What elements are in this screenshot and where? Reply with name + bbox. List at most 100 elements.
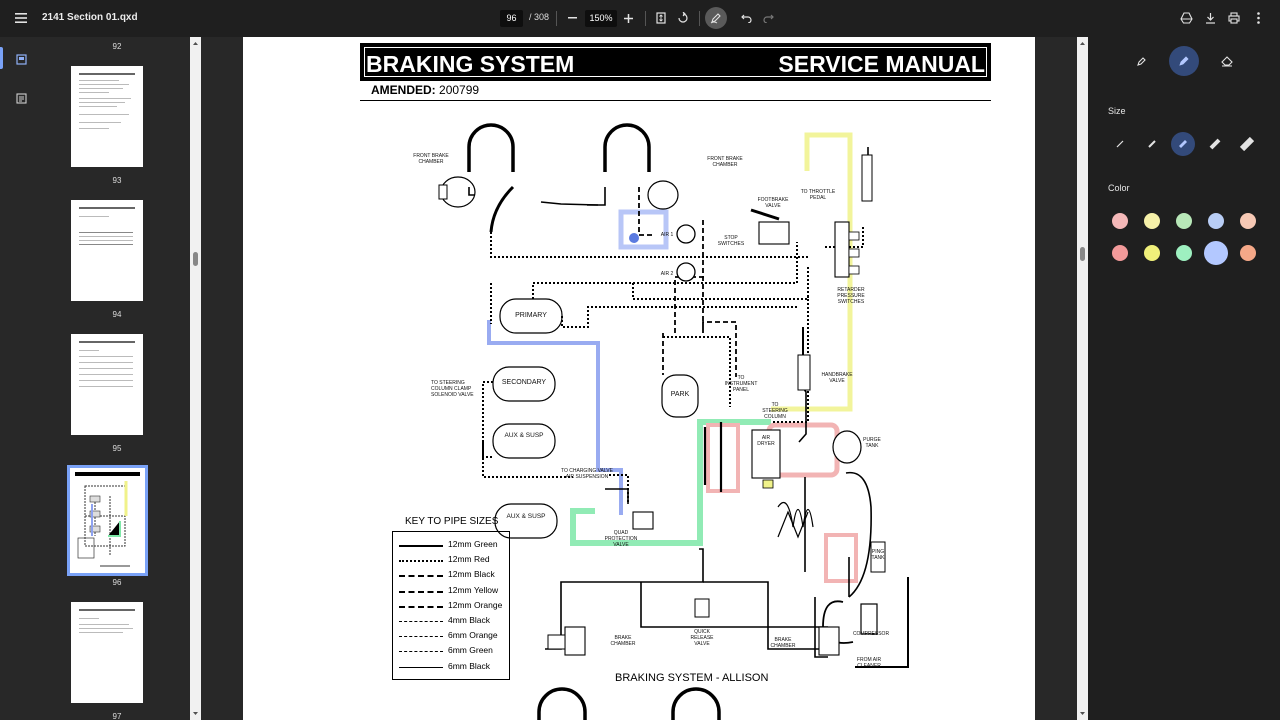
label-front-brake-right: FRONT BRAKE CHAMBER [707,156,743,168]
thumbnail-label: 96 [112,578,122,587]
undo-icon[interactable] [735,7,757,29]
label-aux-susp-2: AUX & SUSP [506,513,546,520]
key-line-sample [399,545,443,547]
color-swatch[interactable] [1112,213,1128,229]
viewer-scrollbar[interactable] [1077,37,1088,720]
color-swatch[interactable] [1240,213,1256,229]
label-air2: AIR 2 [660,271,674,277]
size-4-button[interactable] [1203,132,1227,156]
thumbnail-scrollbar[interactable] [190,37,201,720]
label-brake-chamber-left: BRAKE CHAMBER [610,635,636,647]
page-header-banner: BRAKING SYSTEM SERVICE MANUAL [360,43,991,81]
document-viewer[interactable]: BRAKING SYSTEM SERVICE MANUAL AMENDED: 2… [201,37,1077,720]
color-swatch[interactable] [1204,241,1228,265]
print-icon[interactable] [1223,7,1245,29]
key-row-label: 6mm Orange [448,630,498,641]
viewer-scrollbar-thumb[interactable] [1080,247,1085,261]
label-from-air-cleaner: FROM AIR CLEANER [856,657,882,669]
key-row: 12mm Black [393,569,511,583]
color-swatch[interactable] [1144,213,1160,229]
size-2-button[interactable] [1140,132,1164,156]
label-ping-tank: PING TANK [871,549,885,561]
thumbnail-scrollbar-thumb[interactable] [193,252,198,266]
key-line-sample [399,575,443,578]
drive-icon[interactable] [1175,7,1197,29]
size-1-button[interactable] [1108,132,1132,156]
color-swatch[interactable] [1112,245,1128,261]
header-title-right: SERVICE MANUAL [778,51,985,77]
label-quick-release: QUICK RELEASE VALVE [690,629,714,647]
label-secondary: SECONDARY [501,379,547,386]
thumbnails-view-icon[interactable] [16,52,27,70]
eraser-tool-icon[interactable] [1215,49,1239,73]
key-row-label: 12mm Red [448,554,490,565]
key-line-sample [399,651,443,653]
key-row: 12mm Yellow [393,585,511,599]
color-swatch[interactable] [1208,213,1224,229]
menu-icon[interactable] [10,7,32,29]
key-line-sample [399,636,443,638]
left-rail [0,37,44,720]
more-options-icon[interactable] [1247,7,1269,29]
page-number-input[interactable]: 96 [500,10,523,27]
outline-view-icon[interactable] [16,91,27,109]
document-title: 2141 Section 01.qxd [42,12,138,23]
key-line-sample [399,621,443,622]
highlighter-tool-icon[interactable] [1169,46,1199,76]
size-label: Size [1108,106,1126,116]
thumbnail-page-93[interactable] [71,66,143,167]
thumbnail-label: 92 [112,42,122,51]
key-row: 6mm Black [393,661,511,675]
label-brake-chamber-right: BRAKE CHAMBER [770,637,796,649]
label-to-steering-clamp: TO STEERING COLUMN CLAMP SOLENOID VALVE [431,380,474,398]
color-swatch[interactable] [1240,245,1256,261]
page-total: / 308 [529,12,550,22]
label-stop-switches: STOP SWITCHES [717,235,745,247]
label-to-charging: TO CHARGING VALVE AIR SUSPENSION [561,468,613,480]
key-row-label: 12mm Orange [448,599,503,610]
label-park: PARK [670,391,690,398]
thumbnail-page-95[interactable] [71,334,143,435]
key-row: 4mm Black [393,615,511,629]
key-row: 6mm Green [393,645,511,659]
toolbar-divider [645,11,646,26]
zoom-in-icon[interactable] [617,7,639,29]
key-row-label: 6mm Black [448,660,491,671]
key-row-label: 12mm Yellow [448,584,499,595]
zoom-level-input[interactable]: 150% [585,10,617,27]
label-front-brake-left: FRONT BRAKE CHAMBER [413,153,449,165]
key-row-label: 12mm Green [448,539,498,549]
key-row: 12mm Orange [393,600,511,614]
size-3-button[interactable] [1171,132,1195,156]
thumbnail-panel: 92 93 94 95 [44,37,190,720]
thumbnail-label: 93 [112,176,122,185]
key-line-sample [399,605,443,608]
annotate-pen-icon[interactable] [705,7,727,29]
label-compressor: COMPRESSOR [852,631,890,637]
redo-icon[interactable] [757,7,779,29]
top-toolbar: 2141 Section 01.qxd 96 / 308 150% [0,0,1280,37]
key-row-label: 12mm Black [448,569,495,580]
label-purge-tank: PURGE TANK [863,437,881,449]
key-row: 6mm Orange [393,630,511,644]
thumbnail-page-96[interactable] [67,465,148,576]
toolbar-divider [699,11,700,26]
zoom-out-icon[interactable] [561,7,583,29]
size-5-button[interactable] [1235,132,1259,156]
thumbnail-page-97[interactable] [71,602,143,703]
color-swatch[interactable] [1176,213,1192,229]
thumbnail-label: 94 [112,310,122,319]
download-icon[interactable] [1199,7,1221,29]
fit-page-icon[interactable] [650,7,672,29]
thumbnail-page-94[interactable] [71,200,143,301]
key-line-sample [399,560,443,563]
key-line-sample [399,666,443,668]
label-air1: AIR 1 [660,232,674,238]
pen-tool-icon[interactable] [1129,49,1153,73]
annotation-panel: Size Color [1088,37,1280,720]
label-footbrake-valve: FOOTBRAKE VALVE [757,197,789,209]
color-swatch[interactable] [1144,245,1160,261]
color-swatch[interactable] [1176,245,1192,261]
rotate-icon[interactable] [672,7,694,29]
key-row: 12mm Green [393,539,511,553]
